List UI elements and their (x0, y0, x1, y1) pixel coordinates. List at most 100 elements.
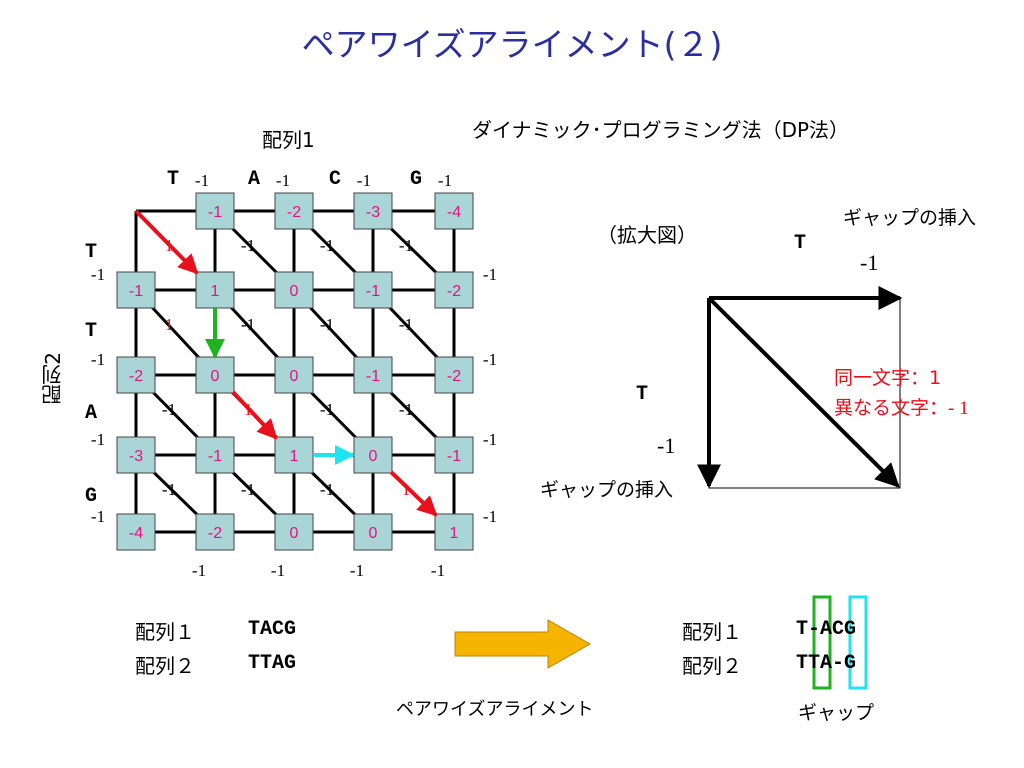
score-cell (116, 436, 156, 474)
diagonal-score-label: -1 (162, 480, 176, 499)
gap-highlight-cyan (848, 595, 868, 690)
score-value: 0 (290, 525, 299, 542)
score-cell (353, 192, 393, 230)
score-value: -2 (129, 368, 143, 385)
score-value: -4 (129, 525, 143, 542)
score-value: -3 (129, 448, 143, 465)
score-value: 0 (369, 448, 378, 465)
score-cell (274, 271, 314, 309)
score-cell (116, 271, 156, 309)
top-gap-label: -1 (195, 171, 209, 190)
zoom-diagonal-arrow (707, 296, 900, 488)
score-cell (195, 356, 235, 394)
method-label: ダイナミック･プログラミング法（DP法） (472, 118, 850, 142)
score-value: -2 (287, 204, 301, 221)
score-value: -1 (208, 204, 222, 221)
score-value: -1 (208, 448, 222, 465)
score-value: -2 (447, 283, 461, 300)
alignment-arrow-label: ペアワイズアライメント (396, 699, 594, 720)
zoom-gap-top-value: -1 (860, 250, 879, 275)
input-seq2-value: TTAG (248, 652, 297, 675)
result-seq1-label: 配列１ (682, 620, 742, 644)
input-seq1-value: TACG (248, 618, 297, 641)
seq2-axis-label: 配列2 (41, 352, 65, 405)
path-arrow-diagonal (389, 470, 438, 517)
score-cell (353, 271, 393, 309)
score-cell (353, 356, 393, 394)
score-cell (274, 436, 314, 474)
top-gap-label: -1 (438, 171, 452, 190)
result-seq2-value: TTA-G (796, 652, 857, 675)
result-seq1-value: T-ACG (796, 618, 857, 641)
score-value: -4 (447, 204, 461, 221)
score-value: 0 (290, 368, 299, 385)
zoom-gap-insert-left: ギャップの挿入 (540, 479, 674, 501)
left-gap-label: -1 (91, 430, 105, 449)
score-cell (195, 271, 235, 309)
diagonal-score-label: -1 (399, 315, 413, 334)
score-cell (274, 356, 314, 394)
score-cell (116, 513, 156, 551)
score-value: 0 (211, 368, 220, 385)
right-gap-label: -1 (483, 507, 497, 526)
diagonal-score-label: 1 (402, 480, 411, 499)
seq2-char: T (85, 320, 97, 343)
score-value: -1 (129, 283, 143, 300)
zoom-gap-insert-top: ギャップの挿入 (843, 207, 977, 229)
left-gap-label: -1 (91, 265, 105, 284)
zoom-char-left: T (636, 383, 649, 406)
top-gap-label: -1 (357, 171, 371, 190)
alignment-arrow (454, 619, 592, 669)
bottom-gap-label: -1 (192, 561, 206, 580)
seq1-axis-label: 配列1 (262, 128, 315, 152)
slide-title: ペアワイズアライメント(２) (301, 25, 723, 64)
score-value: -1 (366, 368, 380, 385)
zoom-diff-char: 異なる文字：- 1 (834, 397, 969, 419)
seq2-char: A (85, 402, 97, 425)
zoom-same-char: 同一文字：1 (834, 367, 942, 389)
score-cell (434, 271, 474, 309)
score-value: 1 (450, 525, 459, 542)
score-value: -3 (366, 204, 380, 221)
gap-label: ギャップ (798, 702, 875, 724)
seq1-char: A (248, 168, 260, 191)
diagonal-score-label: -1 (320, 236, 334, 255)
right-gap-label: -1 (483, 350, 497, 369)
score-value: -1 (366, 283, 380, 300)
zoom-diagram (697, 286, 903, 489)
input-seq2-label: 配列２ (135, 654, 195, 678)
seq2-char: G (85, 485, 97, 508)
seq1-char: G (410, 168, 422, 191)
score-cell (274, 192, 314, 230)
score-value: 0 (369, 525, 378, 542)
diagonal-score-label: -1 (320, 480, 334, 499)
diagonal-score-label: -1 (241, 480, 255, 499)
zoom-label: （拡大図） (597, 223, 697, 247)
score-cell (434, 192, 474, 230)
result-seq2-label: 配列２ (682, 654, 742, 678)
score-value: -2 (447, 368, 461, 385)
score-value: 0 (290, 283, 299, 300)
score-cell (274, 513, 314, 551)
zoom-char-top: T (794, 232, 807, 255)
zoom-gap-left-value: -1 (657, 433, 676, 458)
score-cell (353, 436, 393, 474)
score-cell (434, 436, 474, 474)
diagonal-score-label: -1 (320, 315, 334, 334)
score-value: 1 (290, 448, 299, 465)
seq1-char: C (329, 168, 341, 191)
bottom-gap-label: -1 (431, 561, 445, 580)
score-cell (434, 513, 474, 551)
diagonal-score-label: -1 (399, 236, 413, 255)
score-cell (116, 356, 156, 394)
diagonal-score-label: 1 (165, 315, 174, 334)
diagonal-score-label: -1 (241, 315, 255, 334)
gap-highlight-green (812, 595, 832, 690)
right-gap-label: -1 (483, 265, 497, 284)
diagonal-score-label: -1 (399, 400, 413, 419)
diagonal-score-label: -1 (320, 400, 334, 419)
score-value: -2 (208, 525, 222, 542)
path-arrow-diagonal (134, 209, 199, 275)
